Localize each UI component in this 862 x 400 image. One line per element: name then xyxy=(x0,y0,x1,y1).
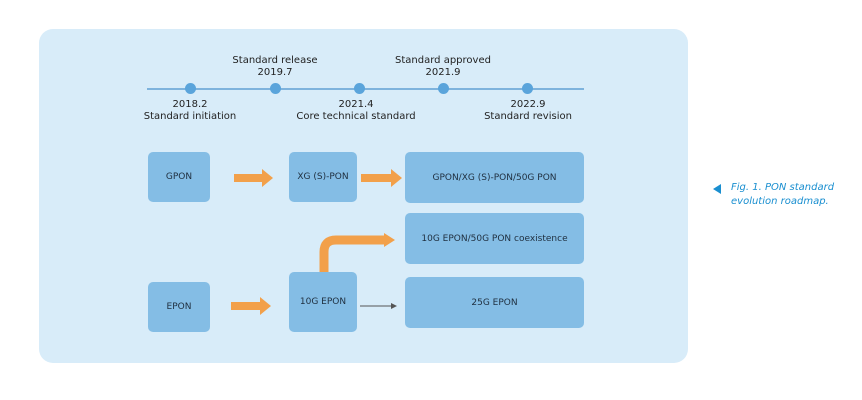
arrow-10g-to-25g xyxy=(360,303,397,309)
timeline-label-release: Standard release 2019.7 xyxy=(232,55,318,78)
timeline-label-core: 2021.4 Core technical standard xyxy=(296,99,416,122)
node-epon: EPON xyxy=(148,282,210,332)
timeline-point-2018-2 xyxy=(185,83,196,94)
node-10g-epon: 10G EPON xyxy=(289,272,357,332)
timeline-label-revision: 2022.9 Standard revision xyxy=(484,99,572,122)
arrow-10g-to-coexist xyxy=(319,235,384,272)
caption-pointer-icon xyxy=(713,184,721,194)
timeline-label-initiation: 2018.2 Standard initiation xyxy=(143,99,237,122)
timeline-axis xyxy=(147,88,584,90)
arrow-gpon-to-xgspon xyxy=(234,169,273,187)
timeline-point-2019-7 xyxy=(270,83,281,94)
node-epon-coexistence: 10G EPON/50G PON coexistence xyxy=(405,213,584,264)
node-gpon: GPON xyxy=(148,152,210,202)
figure-caption: Fig. 1. PON standard evolution roadmap. xyxy=(731,182,835,207)
timeline-point-2021-4 xyxy=(354,83,365,94)
node-xgspon: XG (S)-PON xyxy=(289,152,357,202)
arrow-epon-to-10g xyxy=(231,297,271,315)
arrow-xgspon-to-combo xyxy=(361,169,402,187)
timeline-point-2022-9 xyxy=(522,83,533,94)
node-gpon-combo: GPON/XG (S)-PON/50G PON xyxy=(405,152,584,203)
timeline-point-2021-9 xyxy=(438,83,449,94)
node-25g-epon: 25G EPON xyxy=(405,277,584,328)
timeline-label-approved: Standard approved 2021.9 xyxy=(395,55,491,78)
